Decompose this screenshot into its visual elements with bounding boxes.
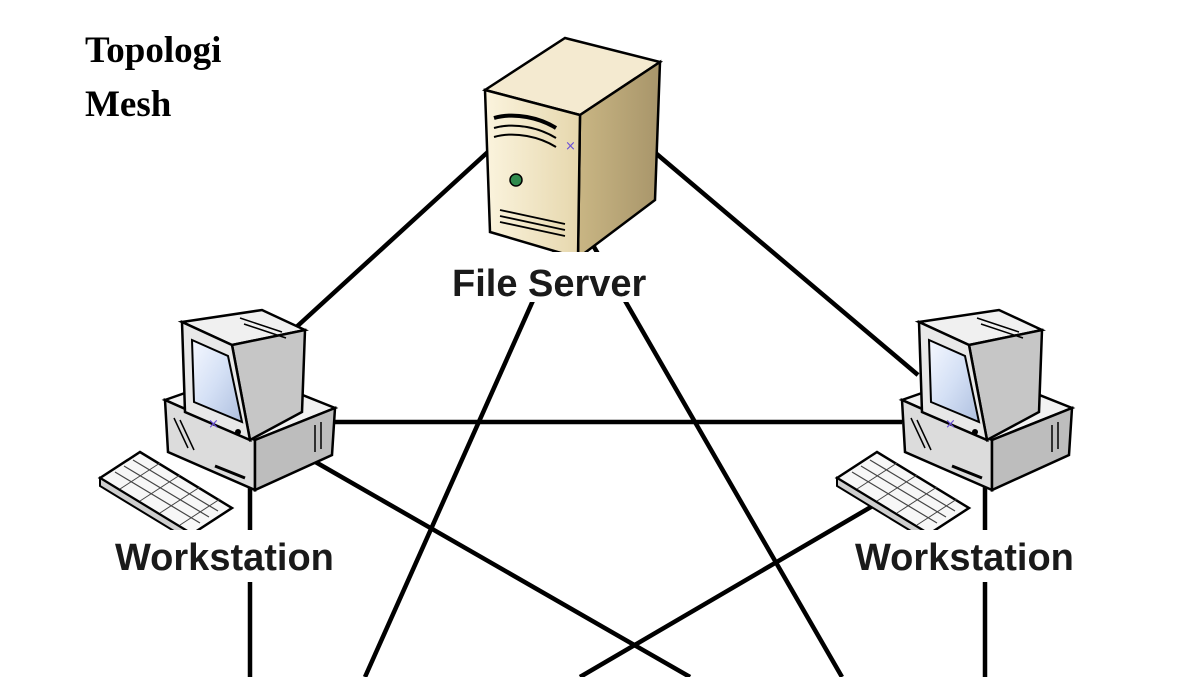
workstation-left: × bbox=[97, 308, 339, 544]
link-right-down-left bbox=[578, 495, 890, 677]
title-line-2: Mesh bbox=[85, 84, 172, 125]
file-server-icon: × bbox=[481, 36, 664, 261]
keyboard-icon bbox=[97, 450, 235, 544]
mesh-links bbox=[247, 148, 988, 677]
title-line-1: Topologi bbox=[85, 30, 221, 71]
left-label-bg bbox=[112, 530, 362, 582]
link-server-left bbox=[278, 148, 492, 344]
server-label-bg bbox=[448, 252, 668, 302]
svg-text:×: × bbox=[208, 417, 219, 432]
keyboard-icon bbox=[834, 450, 972, 544]
diagram-title: Topologi Mesh bbox=[85, 30, 221, 125]
workstation-left-label: Workstation bbox=[115, 537, 334, 579]
link-server-down-left bbox=[362, 239, 563, 677]
workstation-right-label: Workstation bbox=[855, 537, 1074, 579]
right-label-bg bbox=[852, 530, 1104, 582]
link-server-down-right bbox=[588, 238, 844, 677]
svg-text:×: × bbox=[565, 139, 576, 154]
svg-text:×: × bbox=[945, 417, 956, 432]
link-left-down-right bbox=[310, 458, 692, 677]
link-server-right bbox=[650, 148, 920, 377]
monitor-icon: × bbox=[161, 308, 339, 492]
workstation-right: × bbox=[834, 308, 1076, 544]
server-label: File Server bbox=[452, 263, 647, 305]
monitor-icon: × bbox=[898, 308, 1076, 492]
